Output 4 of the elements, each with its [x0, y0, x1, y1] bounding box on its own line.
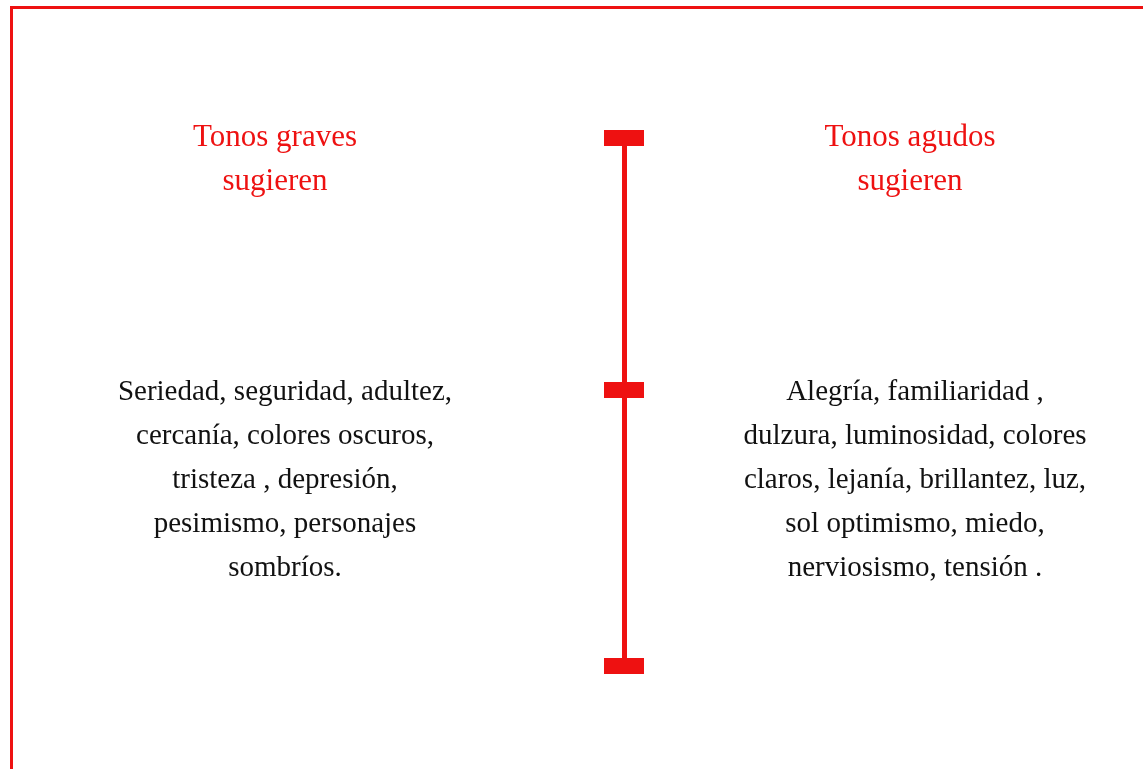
- description-text: Seriedad, seguridad, adultez, cercanía, colores oscuros, tristeza , depresión, pesimismo, personajes sombríos.: [116, 373, 454, 584]
- description-text: Alegría, familiaridad , dulzura, luminosidad, colores claros, lejanía, brillantez, luz, sol optimismo, miedo, nerviosismo, tensión .: [742, 373, 1088, 584]
- column-heading: Tonos graves sugieren: [192, 117, 358, 199]
- column-heading: Tonos agudos sugieren: [823, 117, 997, 199]
